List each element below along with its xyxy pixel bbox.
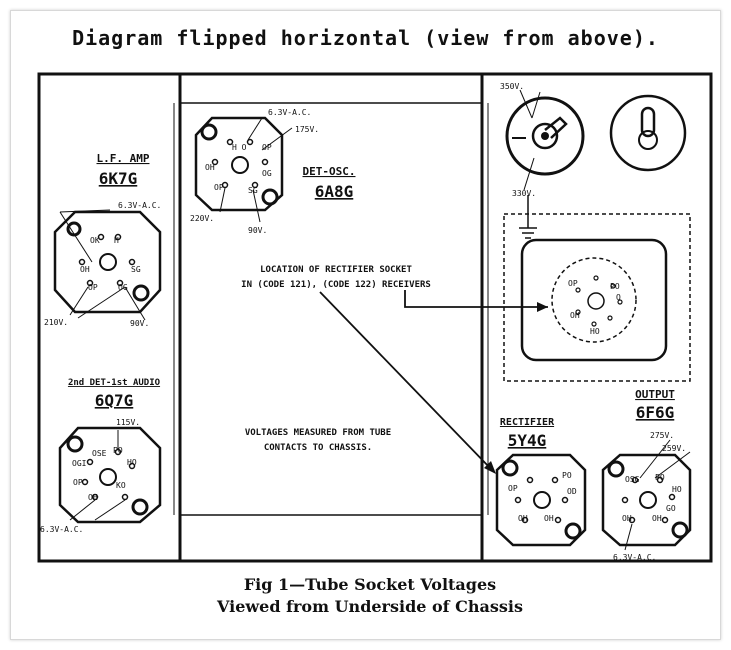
svg-text:OK: OK xyxy=(90,236,100,245)
toggle-switch xyxy=(609,94,687,172)
capacitor-volt-b: 330V. xyxy=(512,189,536,198)
svg-text:OP: OP xyxy=(73,478,83,487)
svg-text:OG: OG xyxy=(118,283,128,292)
rectifier-name: RECTIFIER xyxy=(500,417,555,428)
location-note-line-2: IN (CODE 121), (CODE 122) RECEIVERS xyxy=(241,280,431,290)
svg-text:HO: HO xyxy=(127,458,137,467)
svg-text:O: O xyxy=(616,293,621,302)
svg-text:HO: HO xyxy=(590,327,600,336)
svg-text:OH: OH xyxy=(88,493,98,502)
output-volt-a: 275V. xyxy=(650,431,674,440)
det-osc-type: 6A8G xyxy=(315,182,354,201)
svg-text:PO: PO xyxy=(562,471,572,480)
rectifier-location-box: PO OP O OH HO xyxy=(503,213,691,382)
det-osc-volt-a: 6.3V-A.C. xyxy=(268,108,311,117)
rectifier-type: 5Y4G xyxy=(508,431,547,450)
svg-text:OG: OG xyxy=(262,169,272,178)
capacitor-volt-a: 350V. xyxy=(500,82,524,91)
page-title: Diagram flipped horizontal (view from ab… xyxy=(72,26,659,50)
svg-text:OP: OP xyxy=(568,279,578,288)
svg-text:OSG: OSG xyxy=(625,475,640,484)
det-osc-volt-c: 220V. xyxy=(190,214,214,223)
chassis-outline xyxy=(37,72,713,563)
svg-text:OSE: OSE xyxy=(92,449,107,458)
svg-text:OP: OP xyxy=(262,143,272,152)
output-volt-c: 6.3V-A.C. xyxy=(613,553,656,562)
svg-text:KO: KO xyxy=(116,481,126,490)
det-audio-type: 6Q7G xyxy=(95,391,134,410)
svg-text:H O: H O xyxy=(232,143,247,152)
location-note-line-1: LOCATION OF RECTIFIER SOCKET xyxy=(260,265,412,275)
lf-amp-socket: OK H OH SG OP OG xyxy=(53,209,162,321)
det-osc-socket: H O OP OH OG OP SG xyxy=(194,116,293,223)
det-audio-volt-a: 115V. xyxy=(116,418,140,427)
svg-text:PO: PO xyxy=(113,446,123,455)
det-osc-volt-b: 175V. xyxy=(295,125,319,134)
output-socket: OSG PO HO GO OH OH xyxy=(601,439,692,551)
voltages-note-line-2: CONTACTS TO CHASSIS. xyxy=(264,443,372,453)
svg-text:OH: OH xyxy=(518,514,528,523)
svg-text:H: H xyxy=(114,236,119,245)
svg-text:PO: PO xyxy=(655,473,665,482)
svg-text:GO: GO xyxy=(666,504,676,513)
output-name: OUTPUT xyxy=(635,388,675,401)
pointer-arrows xyxy=(319,290,548,474)
det-audio-volt-b: 6.3V-A.C. xyxy=(40,525,83,534)
output-type: 6F6G xyxy=(636,403,675,422)
filter-capacitor xyxy=(505,89,585,239)
det-osc-volt-d: 90V. xyxy=(248,226,267,235)
det-audio-name: 2nd DET-1st AUDIO xyxy=(68,378,161,388)
caption-line-2: Viewed from Underside of Chassis xyxy=(216,597,523,616)
svg-text:OGI: OGI xyxy=(72,459,87,468)
image-frame xyxy=(10,10,721,640)
lf-amp-volt-a: 6.3V-A.C. xyxy=(118,201,161,210)
svg-text:HO: HO xyxy=(672,485,682,494)
svg-text:OP: OP xyxy=(508,484,518,493)
voltages-note-line-1: VOLTAGES MEASURED FROM TUBE xyxy=(245,428,391,438)
svg-text:OH: OH xyxy=(652,514,662,523)
output-volt-b: 259V. xyxy=(662,444,686,453)
svg-text:OP: OP xyxy=(214,183,224,192)
lf-amp-name: L.F. AMP xyxy=(97,152,150,165)
lf-amp-volt-b: 210V. xyxy=(44,318,68,327)
svg-text:OH: OH xyxy=(622,514,632,523)
svg-text:SG: SG xyxy=(131,265,141,274)
svg-text:OH: OH xyxy=(570,311,580,320)
svg-text:OH: OH xyxy=(544,514,554,523)
det-audio-socket: PO OSE HO OGI OP KO OH xyxy=(58,426,162,524)
det-osc-name: DET-OSC. xyxy=(303,165,356,178)
svg-text:OD: OD xyxy=(567,487,577,496)
rectifier-socket: PO OP OD OH OH xyxy=(495,453,587,547)
lf-amp-type: 6K7G xyxy=(99,169,138,188)
svg-text:OH: OH xyxy=(80,265,90,274)
lf-amp-volt-c: 90V. xyxy=(130,319,149,328)
svg-text:OP: OP xyxy=(88,283,98,292)
caption-line-1: Fig 1—Tube Socket Voltages xyxy=(244,575,496,594)
svg-text:PO: PO xyxy=(610,282,620,291)
svg-text:OH: OH xyxy=(205,163,215,172)
